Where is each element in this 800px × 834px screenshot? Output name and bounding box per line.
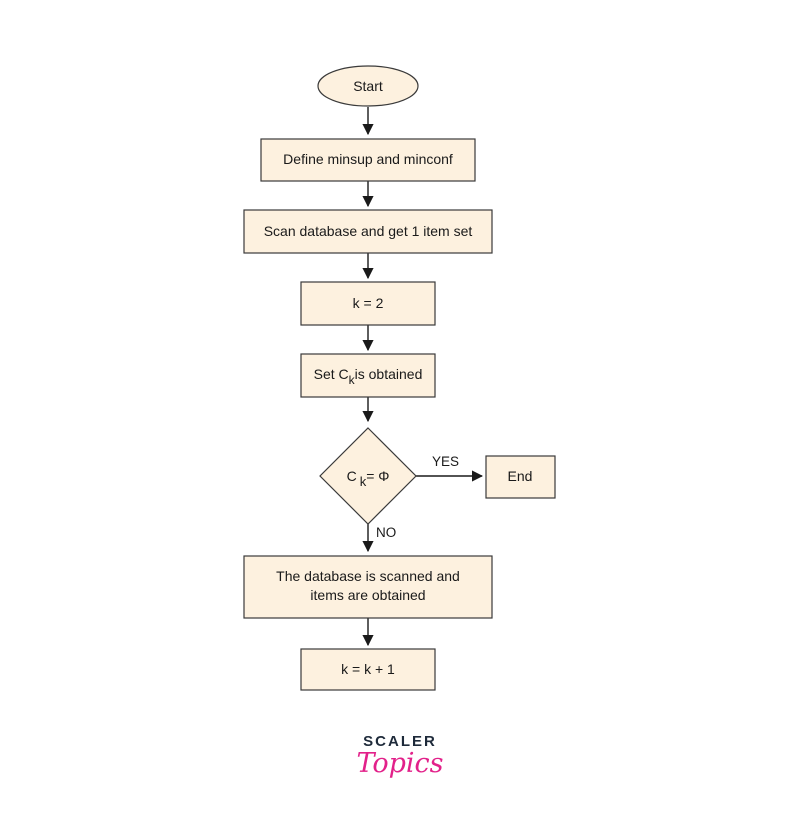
decision-suffix: = Φ [366,468,389,484]
db-scan-line2: items are obtained [310,587,425,603]
node-k-init: k = 2 [300,281,436,326]
decision-sub: k [360,474,367,489]
set-ck-box [300,353,436,398]
start-ellipse [317,65,419,107]
node-db-scan: The database is scanned and items are ob… [243,555,493,619]
decision-diamond [319,427,417,525]
logo-bottom-text: Topics [356,748,443,779]
end-box [485,455,556,499]
scan-box [243,209,493,254]
node-k-increment: k = k + 1 [300,648,436,691]
decision-prefix: C [347,468,357,484]
scan-label: Scan database and get 1 item set [264,223,473,239]
end-label: End [508,468,533,484]
db-scan-box [243,555,493,619]
set-ck-label: Set Ckis obtained [314,366,423,387]
node-start: Start [317,65,419,107]
node-set-ck: Set Ckis obtained [300,353,436,398]
no-label: NO [376,525,396,540]
set-ck-sub: k [349,373,356,387]
k-init-label: k = 2 [353,295,384,311]
node-scan: Scan database and get 1 item set [243,209,493,254]
node-define: Define minsup and minconf [260,138,476,182]
define-label: Define minsup and minconf [283,151,453,167]
define-box [260,138,476,182]
logo-top-text: SCALER [363,733,437,750]
edges [362,107,484,647]
k-increment-label: k = k + 1 [341,661,395,677]
k-init-box [300,281,436,326]
yes-label: YES [432,454,459,469]
start-label: Start [353,78,383,94]
scaler-topics-logo: SCALER Topics [356,733,443,779]
k-increment-box [300,648,436,691]
db-scan-line1: The database is scanned and [276,568,460,584]
set-ck-prefix: Set C [314,366,349,382]
node-end: End [485,455,556,499]
set-ck-suffix: is obtained [355,366,423,382]
